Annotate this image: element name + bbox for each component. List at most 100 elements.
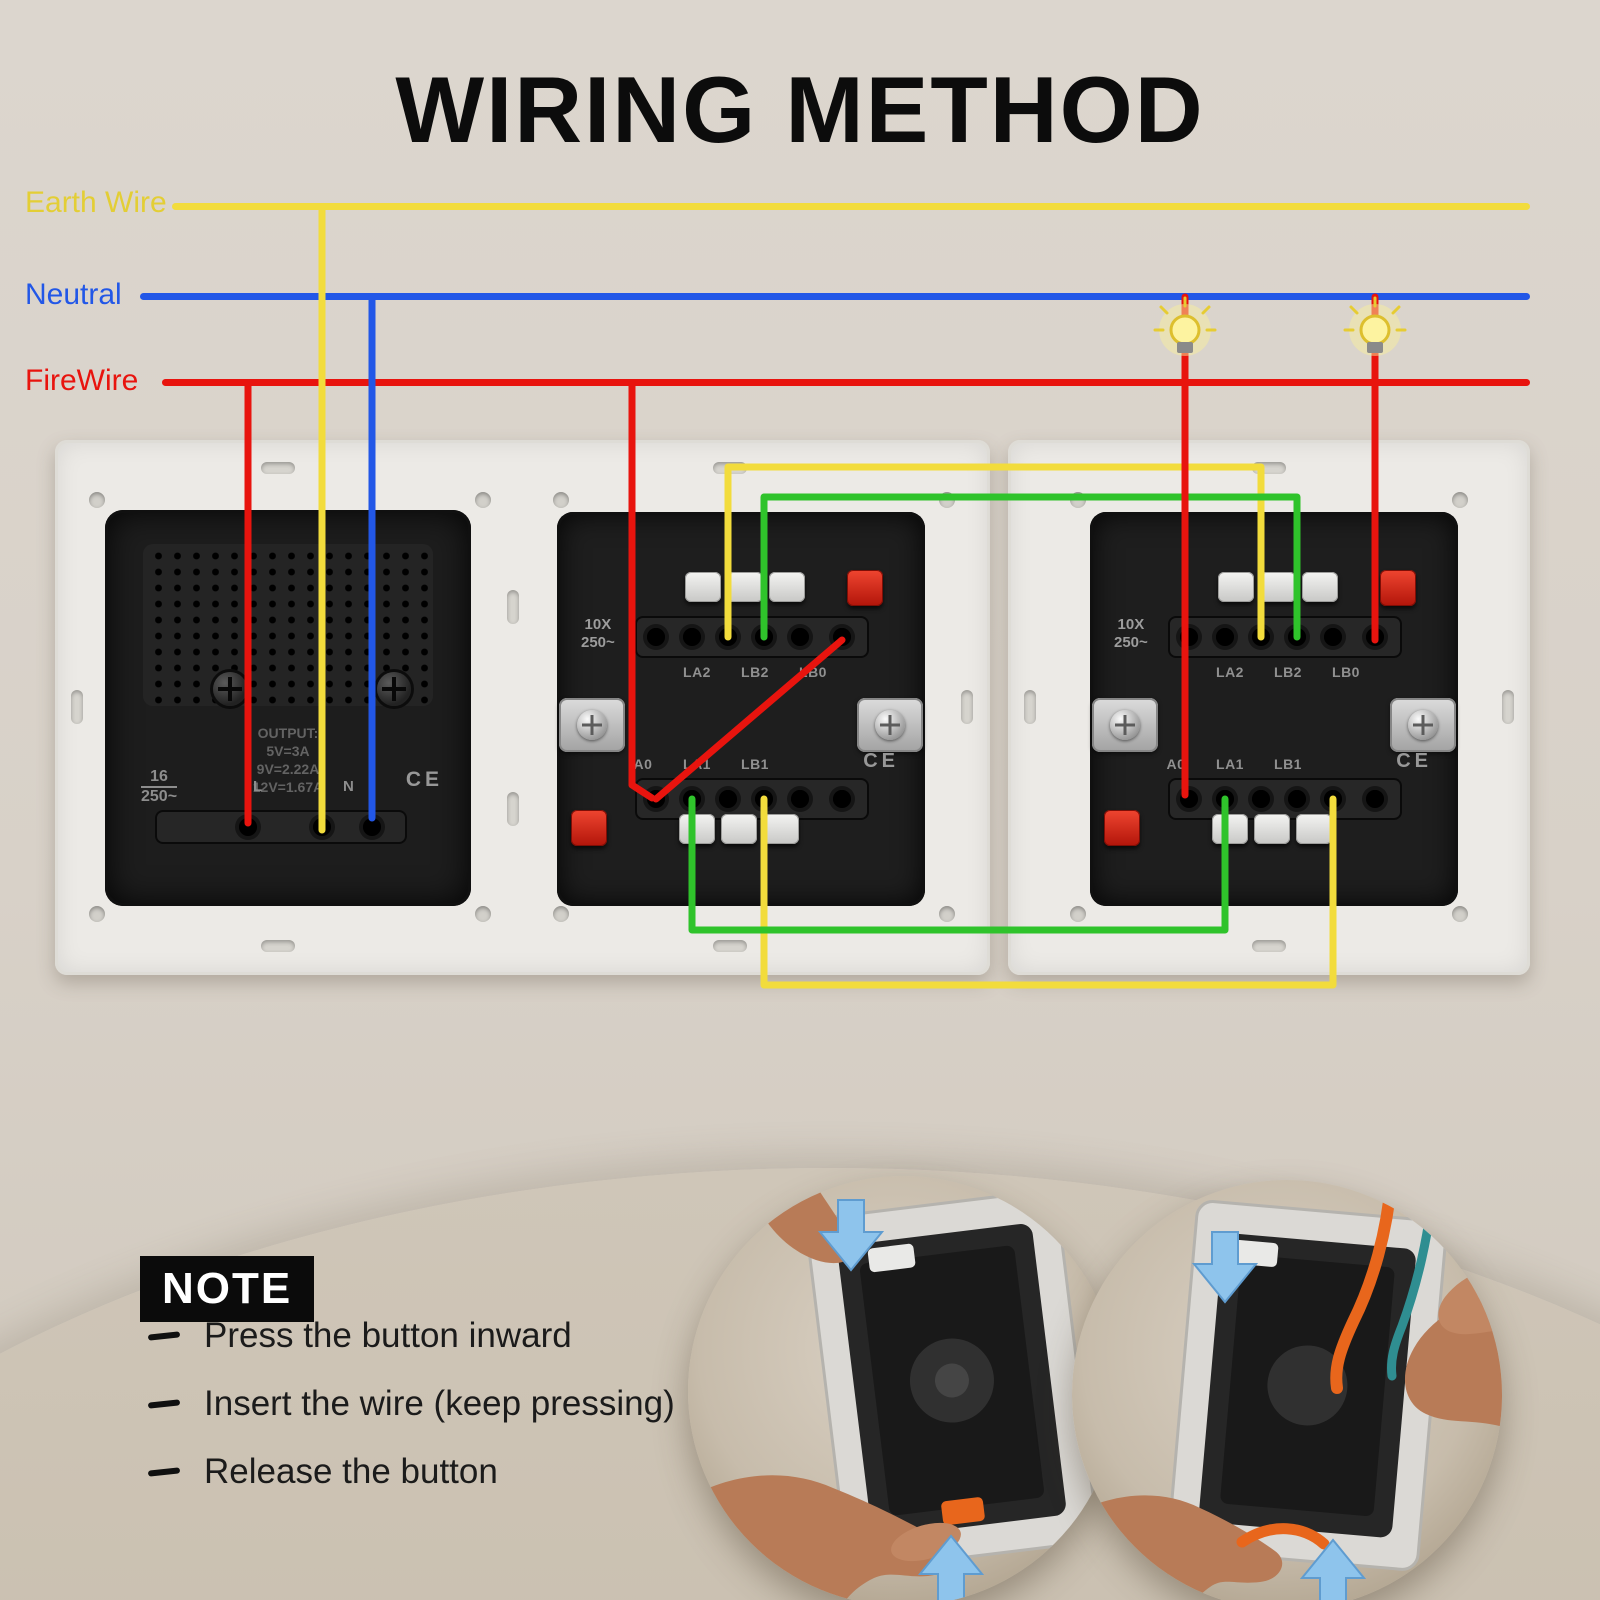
wire-terminal-hole xyxy=(683,628,701,646)
push-release-button xyxy=(763,814,799,844)
plate-screw-hole xyxy=(939,906,955,922)
push-release-button xyxy=(679,814,715,844)
wire-terminal-hole xyxy=(1252,628,1270,646)
plate-screw-hole xyxy=(89,906,105,922)
plate-slot xyxy=(507,792,519,826)
neutral-wire-line xyxy=(140,293,1530,300)
top-terminal-strip xyxy=(635,616,869,658)
note-item-1: Press the button inward xyxy=(147,1316,572,1356)
plate-screw-hole xyxy=(475,906,491,922)
push-release-button xyxy=(685,572,721,602)
push-release-button xyxy=(727,572,763,602)
terminal-label-lb2: LB2 xyxy=(1274,664,1302,680)
plate-slot xyxy=(1502,690,1514,724)
wire-terminal-hole xyxy=(833,790,851,808)
page-title: WIRING METHOD xyxy=(395,57,1205,162)
mounting-claw-left xyxy=(1092,698,1158,752)
orange-wire xyxy=(1330,1180,1398,1394)
wire-terminal-hole xyxy=(1216,790,1234,808)
light-bulb-icon xyxy=(1153,296,1217,356)
push-release-button xyxy=(1218,572,1254,602)
wire-terminal-hole xyxy=(363,818,381,836)
plate-slot xyxy=(1024,690,1036,724)
plate-slot xyxy=(1252,940,1286,952)
wire-terminal-hole xyxy=(791,628,809,646)
photo-insert-wire-graphic xyxy=(1072,1180,1502,1600)
white-clamp-button xyxy=(1233,1239,1279,1267)
socket-rating-mark: 16 250~ xyxy=(141,768,178,805)
note-item-2: Insert the wire (keep pressing) xyxy=(147,1384,675,1424)
note-item-text: Release the button xyxy=(204,1452,498,1491)
plate-slot xyxy=(261,940,295,952)
top-terminal-strip xyxy=(1168,616,1402,658)
wall-plate-2gang: OUTPUT: 5V=3A 9V=2.22A 12V=1.67A 16 250~… xyxy=(55,440,990,975)
blue-arrow-up-icon xyxy=(917,1534,985,1600)
switch-module-back-1: 10X 250~ LA2 LB2 LB0 A0 LA1 LB1 CE xyxy=(557,512,925,906)
wire-terminal-hole xyxy=(683,790,701,808)
plate-screw-hole xyxy=(1452,492,1468,508)
plate-screw-hole xyxy=(1070,492,1086,508)
switch-back-in-photo xyxy=(805,1189,1099,1572)
terminal-label-a0: A0 xyxy=(633,756,653,772)
blue-arrow-up-icon xyxy=(1299,1538,1367,1600)
switch-module-back-2: 10X 250~ LA2 LB2 LB0 A0 LA1 LB1 CE xyxy=(1090,512,1458,906)
red-push-button xyxy=(847,570,883,606)
wire-terminal-hole xyxy=(647,628,665,646)
wall-plate-1gang: 10X 250~ LA2 LB2 LB0 A0 LA1 LB1 CE xyxy=(1008,440,1530,975)
module-screw-right xyxy=(377,672,411,706)
ce-mark: CE xyxy=(1396,750,1432,772)
module-screw-left xyxy=(213,672,247,706)
mounting-claw-right xyxy=(1390,698,1456,752)
plate-slot xyxy=(1252,462,1286,474)
push-release-button xyxy=(1254,814,1290,844)
orange-clamp-button xyxy=(941,1497,985,1526)
plate-screw-hole xyxy=(1070,906,1086,922)
push-release-button xyxy=(1212,814,1248,844)
ce-mark: CE xyxy=(405,768,443,791)
note-item-3: Release the button xyxy=(147,1452,498,1492)
terminal-label-lb0: LB0 xyxy=(1332,664,1360,680)
wire-terminal-hole xyxy=(1324,790,1342,808)
wire-terminal-hole xyxy=(239,818,257,836)
wire-terminal-hole xyxy=(1180,628,1198,646)
output-line-2: 9V=2.22A xyxy=(256,761,320,777)
orange-wire-bottom xyxy=(1236,1523,1330,1550)
wire-terminal-hole xyxy=(1288,628,1306,646)
red-push-button xyxy=(1104,810,1140,846)
note-badge: NOTE xyxy=(140,1256,315,1322)
fire-wire-label: FireWire xyxy=(25,364,139,397)
plate-screw-hole xyxy=(553,492,569,508)
note-item-text: Press the button inward xyxy=(204,1316,572,1355)
plate-slot xyxy=(261,462,295,474)
wire-terminal-hole xyxy=(1366,790,1384,808)
push-release-button xyxy=(721,814,757,844)
plate-screw-hole xyxy=(553,906,569,922)
plate-screw-hole xyxy=(89,492,105,508)
socket-terminal-bar xyxy=(155,810,407,844)
output-line-1: 5V=3A xyxy=(266,743,310,759)
light-bulb-icon xyxy=(1343,296,1407,356)
terminal-label-la1: LA1 xyxy=(683,756,711,772)
note-item-text: Insert the wire (keep pressing) xyxy=(204,1384,675,1423)
blue-arrow-down-icon xyxy=(1191,1231,1259,1304)
output-title: OUTPUT: xyxy=(257,725,319,741)
terminal-label-lb0: LB0 xyxy=(799,664,827,680)
push-release-button xyxy=(1302,572,1338,602)
terminal-l-label: L xyxy=(253,778,263,795)
wire-terminal-hole xyxy=(719,790,737,808)
mounting-claw-right xyxy=(857,698,923,752)
wire-terminal-hole xyxy=(1252,790,1270,808)
plate-screw-hole xyxy=(1452,906,1468,922)
dash-icon xyxy=(147,1467,181,1477)
instruction-photo-insert-wire xyxy=(1072,1180,1502,1600)
terminal-label-la2: LA2 xyxy=(1216,664,1244,680)
plate-screw-hole xyxy=(475,492,491,508)
output-spec-text: OUTPUT: 5V=3A 9V=2.22A 12V=1.67A xyxy=(105,724,471,796)
plate-slot xyxy=(71,690,83,724)
usb-socket-module-back: OUTPUT: 5V=3A 9V=2.22A 12V=1.67A 16 250~… xyxy=(105,510,471,906)
claw-screw xyxy=(1408,710,1438,740)
terminal-label-la1: LA1 xyxy=(1216,756,1244,772)
neutral-wire-label: Neutral xyxy=(25,278,122,311)
instruction-photo-press-button xyxy=(688,1176,1118,1600)
